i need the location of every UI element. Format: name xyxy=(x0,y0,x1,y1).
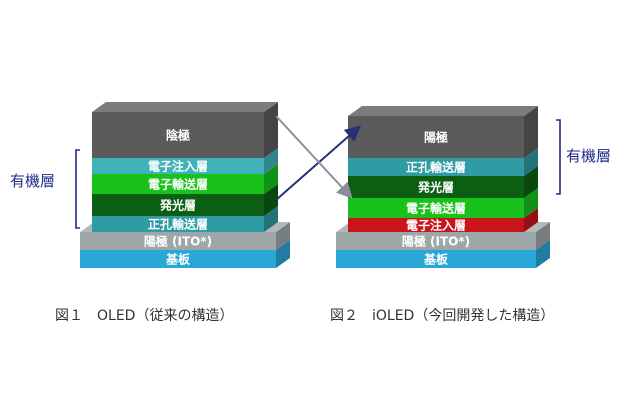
oled-stack: 基板 陽極 (ITO*) 正孔輸送層 発光層 電子輸送層 電子注入層 陰極 xyxy=(80,102,290,268)
arrow-top-to-bottom xyxy=(275,115,353,199)
layer-emission: 発光層 xyxy=(92,184,278,216)
layer-electron-transport-label: 電子輸送層 xyxy=(406,201,466,216)
layer-electron-injection: 電子注入層 xyxy=(92,148,278,174)
ioled-stack: 基板 陽極 (ITO*)電子注入層 電子輸送層 発光層 正孔輸送層 陽極 xyxy=(336,106,550,268)
organic-layer-bracket-left xyxy=(75,149,80,229)
layer-base: 基板 xyxy=(80,240,290,268)
layer-electron-transport: 電子輸送層 xyxy=(348,188,538,218)
layer-anode-label: 陽極 (ITO*) xyxy=(144,234,212,249)
layer-electron-injection-label: 電子注入層 xyxy=(148,159,208,174)
figure1-caption: 図１ OLED（従来の構造） xyxy=(55,308,234,324)
arrow-emission-to-top xyxy=(275,125,362,201)
layer-cathode: 陰極 xyxy=(92,102,278,158)
layer-hole-transport: 正孔輸送層 xyxy=(92,206,278,232)
organic-layer-label-left: 有機層 xyxy=(10,172,55,190)
layer-emission-label: 発光層 xyxy=(417,180,454,195)
organic-layer-label-right: 有機層 xyxy=(566,147,611,165)
layer-hole-transport-label: 正孔輸送層 xyxy=(148,217,208,232)
layer-electron-transport-label: 電子輸送層 xyxy=(148,177,208,192)
layer-cathode-label: 陰極 xyxy=(166,128,190,143)
layer-hole-transport: 正孔輸送層 xyxy=(348,148,538,176)
layer-anode-label: 陽極 (ITO*) xyxy=(402,234,470,249)
layer-cathode: 陽極 xyxy=(348,106,538,158)
layer-electron-injection-label: 電子注入層 xyxy=(406,218,466,233)
layer-hole-transport-label: 正孔輸送層 xyxy=(406,160,466,175)
layer-base-label: 基板 xyxy=(423,252,449,267)
layer-cathode-label: 陽極 xyxy=(424,130,448,145)
layer-emission-label: 発光層 xyxy=(159,198,196,213)
organic-layer-bracket-right xyxy=(556,119,561,195)
layer-emission: 発光層 xyxy=(348,166,538,198)
layer-base: 基板 xyxy=(336,240,550,268)
figure2-caption: 図２ iOLED（今回開発した構造） xyxy=(330,308,555,324)
layer-electron-injection: 電子注入層 xyxy=(348,208,538,233)
layer-base-label: 基板 xyxy=(165,252,191,267)
